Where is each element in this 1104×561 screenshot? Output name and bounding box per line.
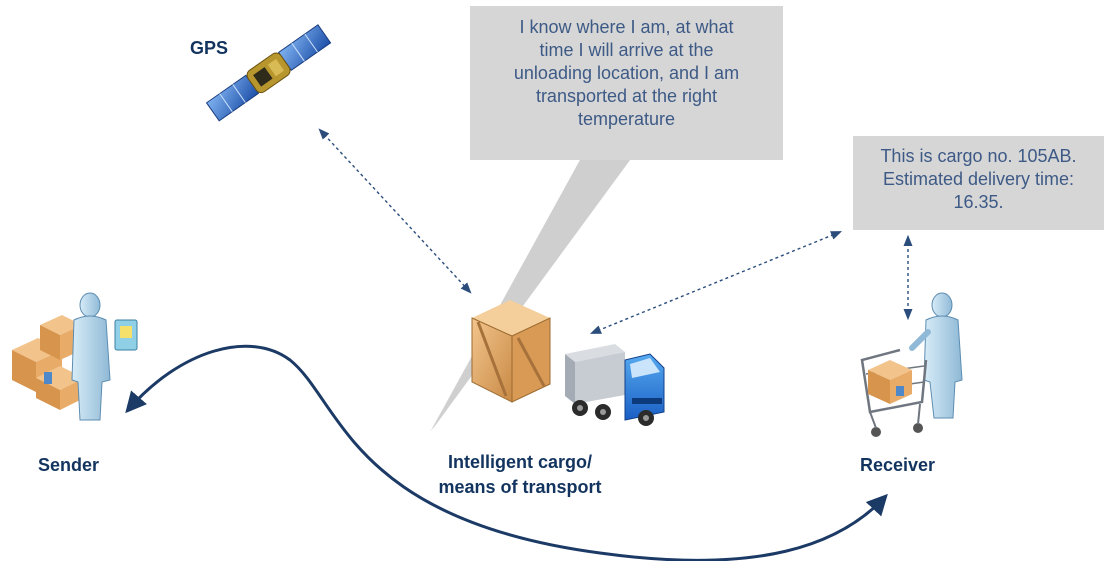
shopping-cart-icon [860, 348, 928, 437]
truck-icon [565, 344, 665, 426]
gps-label: GPS [190, 38, 229, 58]
cargo-callout-line: unloading location, and I am [513, 63, 740, 83]
cargo-callout-line: transported at the right [535, 86, 718, 106]
receiver-person-icon [909, 292, 963, 419]
receiver-callout-line: Estimated delivery time: [882, 169, 1075, 189]
gps-cargo-link [318, 128, 472, 294]
receiver-callout-line: 16.35. [953, 192, 1004, 212]
cargo-box-icon [471, 300, 551, 403]
cargo-callout-text: I know where I am, at what time I will a… [470, 16, 783, 131]
delivery-flow-arrow [125, 344, 888, 561]
cargo-callout-line: I know where I am, at what [519, 17, 734, 37]
cargo-callout-line: temperature [577, 109, 676, 129]
cargo-label-line-2: means of transport [438, 477, 602, 497]
cargo-receiver-link [589, 231, 843, 334]
receiver-callout-shape [853, 136, 1104, 230]
cargo-label: Intelligent cargo/ means of transport [420, 450, 620, 500]
receiver-callout-text: This is cargo no. 105AB. Estimated deliv… [853, 145, 1104, 214]
sender-person-icon [71, 292, 138, 421]
sender-label: Sender [38, 455, 100, 475]
cargo-callout-line: time I will arrive at the [539, 40, 714, 60]
receiver-label: Receiver [860, 455, 936, 475]
cargo-label-line-1: Intelligent cargo/ [447, 452, 593, 472]
receiver-callout-line: This is cargo no. 105AB. [880, 146, 1077, 166]
satellite-icon [205, 24, 332, 122]
